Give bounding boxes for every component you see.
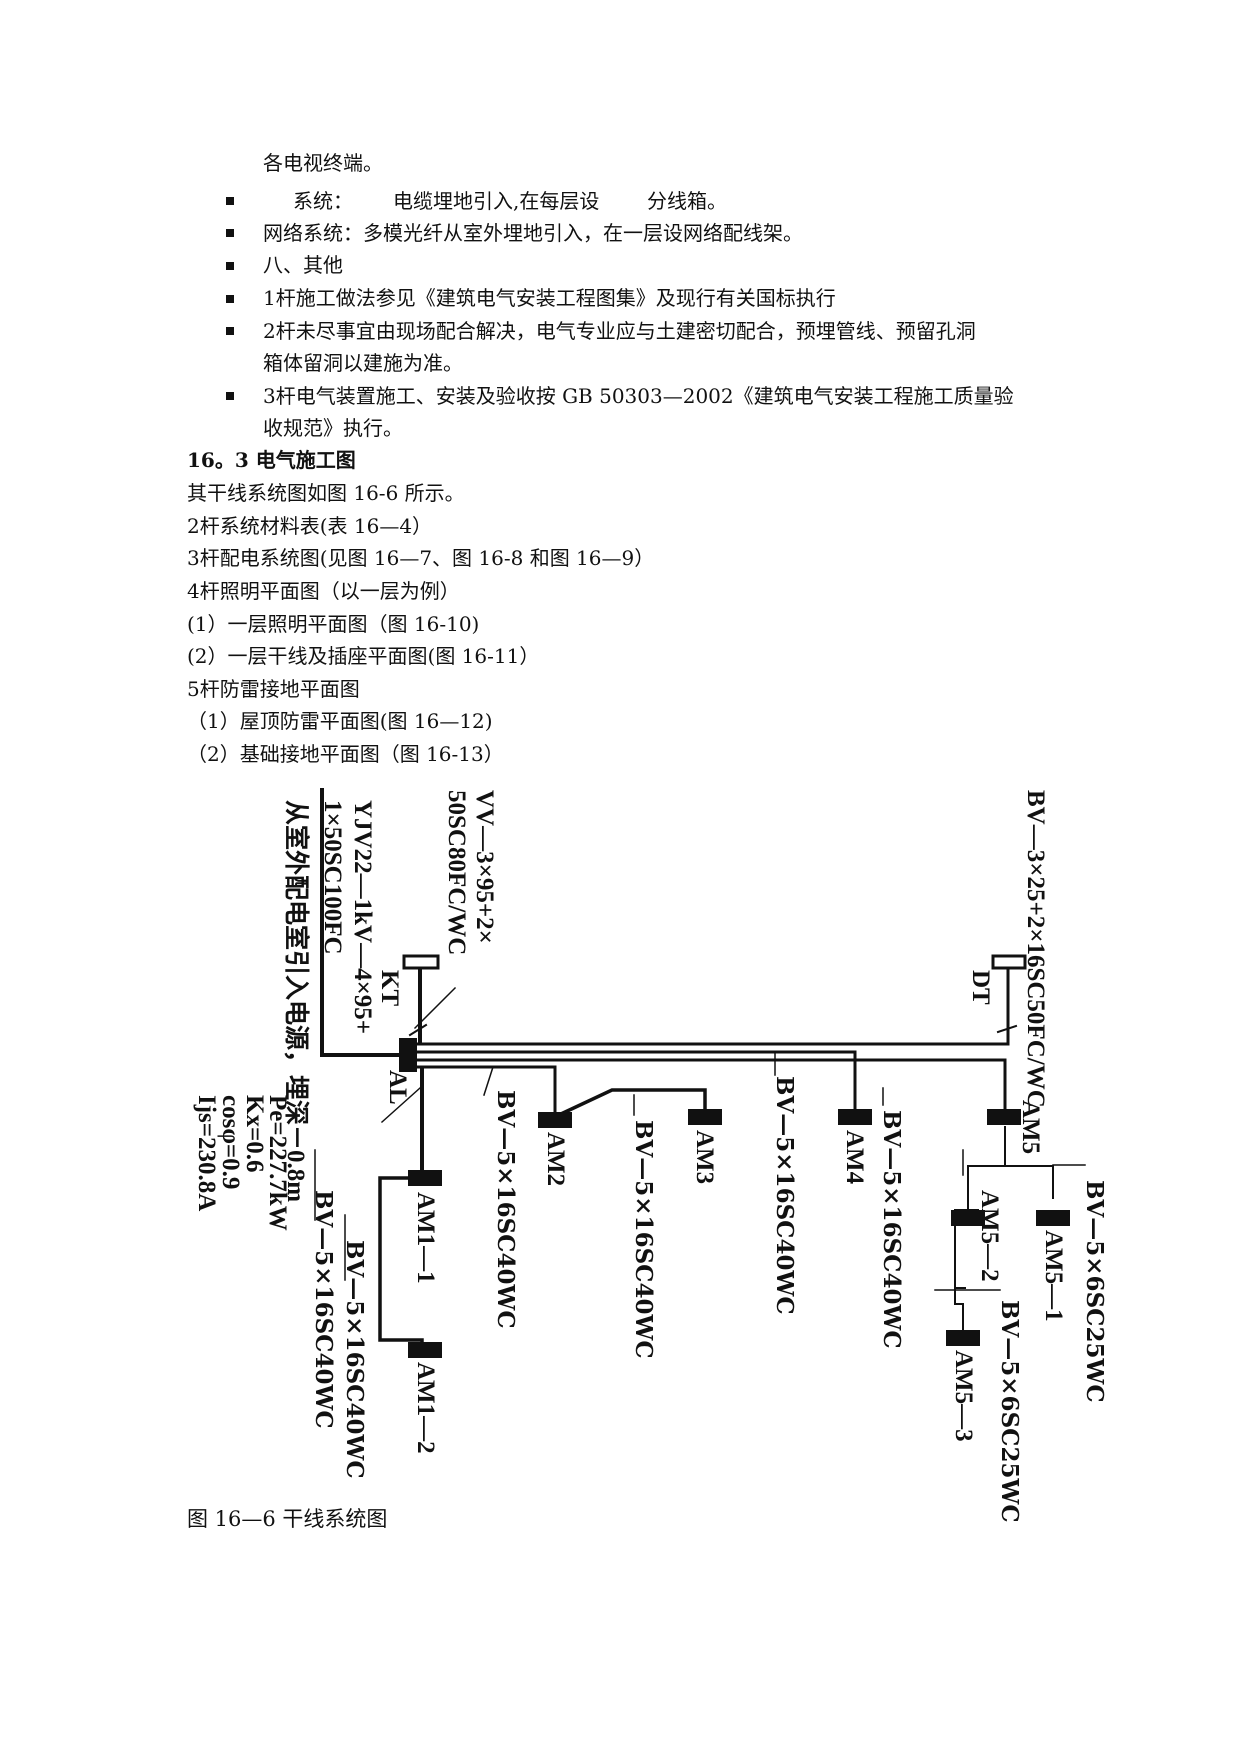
source-description-label: 从室外配电室引入电源，埋深－0.8m — [282, 800, 311, 1202]
leader-line — [483, 1066, 494, 1096]
panel-am3-label: AM3 — [691, 1130, 718, 1184]
source-conduit-label: 1×50SC100FC — [319, 800, 346, 955]
panel-kt-box — [402, 954, 440, 970]
panel-al-label: AL — [384, 1070, 411, 1105]
cable-am3-label: BV—5×16SC40WC — [630, 1120, 657, 1359]
bullet-marker — [226, 197, 234, 205]
bullet-marker — [226, 262, 234, 270]
cable-am1-1-label: BV—5×16SC40WC — [310, 1190, 337, 1429]
text-line-2b: 电缆埋地引入,在每层设 — [393, 189, 600, 213]
bullet-marker — [226, 392, 234, 400]
text-line-9: 收规范》执行。 — [263, 416, 403, 440]
text-line-8: 3杆电气装置施工、安装及验收按 GB 50303—2002《建筑电气安装工程施工… — [263, 384, 1014, 408]
leader-line — [380, 1086, 422, 1124]
text-line-14: 4杆照明平面图（以一层为例） — [187, 579, 460, 603]
panel-am1-2-box — [408, 1342, 442, 1358]
text-line-5: 1杆施工做法参见《建筑电气安装工程图集》及现行有关国标执行 — [263, 286, 836, 310]
panel-am5-box — [987, 1109, 1021, 1125]
text-line-18: （1）屋顶防雷平面图(图 16—12) — [187, 709, 493, 733]
param-cos: cosφ=0.9 — [217, 1095, 244, 1189]
feeder-am3 — [560, 1088, 707, 1118]
text-line-12: 2杆系统材料表(表 16—4） — [187, 514, 433, 538]
panel-am1-1-box — [408, 1170, 442, 1186]
text-line-11: 其干线系统图如图 16-6 所示。 — [187, 481, 465, 505]
text-line-1: 各电视终端。 — [263, 151, 383, 175]
panel-am1-1-label: AM1—1 — [412, 1192, 439, 1284]
feeder-am5-1 — [1004, 1165, 1054, 1199]
bus-line-am2 — [414, 1065, 557, 1114]
cable-am2-label: BV—5×16SC40WC — [492, 1090, 519, 1329]
text-line-19: （2）基础接地平面图（图 16-13） — [187, 742, 504, 766]
text-line-15: (1）一层照明平面图（图 16-10) — [187, 612, 480, 636]
panel-am5-3-box — [946, 1330, 980, 1346]
section-heading: 16。3 电气施工图 — [187, 448, 356, 472]
bullet-marker — [226, 229, 234, 237]
source-cable-label: YJV22—1kV—4×95+ — [349, 800, 376, 1034]
text-line-16: (2）一层干线及插座平面图(图 16-11） — [187, 644, 540, 668]
leader-line — [413, 986, 457, 1030]
panel-am5-label: AM5 — [1017, 1100, 1044, 1154]
text-line-3: 网络系统：多模光纤从室外埋地引入，在一层设网络配线架。 — [263, 221, 803, 245]
panel-am2-label: AM2 — [542, 1132, 569, 1186]
tick-mark — [408, 1023, 428, 1037]
dt-cable-label: BV—3×25+2×16SC50FC/WC — [1022, 790, 1049, 1108]
panel-am4-box — [838, 1109, 872, 1125]
panel-am3-box — [688, 1109, 722, 1125]
bus-am5-sub — [967, 1126, 1006, 1181]
param-ijs: Ijs=230.8A — [193, 1095, 220, 1211]
feeder-am5-3-b — [954, 1287, 964, 1331]
riser-diagram-svg: 从室外配电室引入电源，埋深－0.8m YJV22—1kV—4×95+ 1×50S… — [193, 788, 1108, 1523]
text-line-13: 3杆配电系统图(见图 16—7、图 16-8 和图 16—9） — [187, 546, 655, 570]
kt-conduit-label: 50SC80FC/WC — [443, 790, 470, 955]
riser-diagram: 从室外配电室引入电源，埋深－0.8m YJV22—1kV—4×95+ 1×50S… — [0, 770, 1241, 1530]
panel-am4-label: AM4 — [841, 1130, 868, 1185]
param-kx: Kx=0.6 — [241, 1095, 268, 1172]
cable-am5-label: BV—5×16SC40WC — [878, 1110, 905, 1349]
panel-am1-2-label: AM1—2 — [412, 1362, 439, 1454]
bullet-marker — [226, 295, 234, 303]
panel-am2-box — [538, 1112, 572, 1128]
panel-al-box — [399, 1038, 417, 1072]
panel-kt-label: KT — [376, 970, 403, 1006]
text-line-17: 5杆防雷接地平面图 — [187, 677, 360, 701]
text-line-2c: 分线箱。 — [647, 189, 727, 213]
bus-line-dt — [414, 966, 1010, 1046]
bullet-marker — [226, 327, 234, 335]
text-line-2a: 系统： — [293, 189, 353, 213]
panel-am5-2-box — [951, 1210, 985, 1226]
cable-am5-3-label: BV—5×6SC25WC — [996, 1300, 1023, 1523]
param-pe: Pe=227.7kW — [264, 1095, 291, 1231]
panel-am5-2-label: AM5—2 — [976, 1190, 1003, 1282]
panel-dt-label: DT — [967, 970, 994, 1005]
panel-am5-1-box — [1036, 1210, 1070, 1226]
tick-mark — [996, 1024, 1018, 1034]
bus-line-am5 — [414, 1058, 1007, 1119]
cable-am5-1-label: BV—5×6SC25WC — [1081, 1180, 1108, 1403]
kt-cable-label: VV—3×95+2× — [471, 790, 498, 944]
panel-dt-box — [991, 954, 1027, 970]
cable-am1-2-label: BV—5×16SC40WC — [341, 1240, 368, 1479]
incoming-feeder-line — [320, 788, 407, 1057]
text-line-6: 2杆未尽事宜由现场配合解决，电气专业应与土建密切配合，预埋管线、预留孔洞 — [263, 319, 976, 343]
bus-line-am4 — [414, 1050, 857, 1119]
figure-caption: 图 16—6 干线系统图 — [187, 1507, 388, 1531]
cable-am4-label: BV—5×16SC40WC — [771, 1076, 798, 1315]
text-line-7: 箱体留洞以建施为准。 — [263, 351, 463, 375]
panel-am5-1-label: AM5—1 — [1040, 1230, 1067, 1322]
panel-am5-3-label: AM5—3 — [950, 1350, 977, 1442]
text-line-4: 八、其他 — [263, 253, 343, 277]
